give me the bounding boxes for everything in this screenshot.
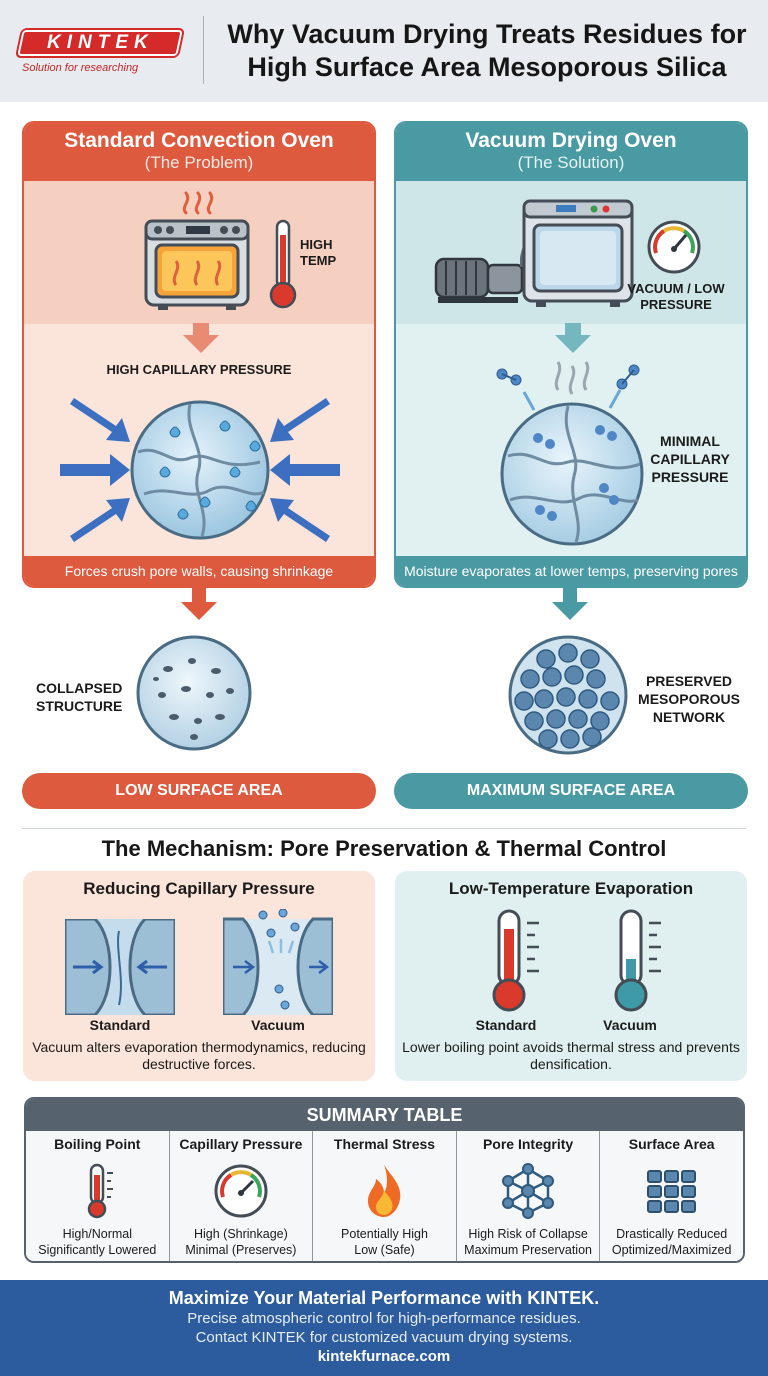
page-title: Why Vacuum Drying Treats Residues for Hi…	[227, 19, 747, 82]
high-capillary-pressure-label: HIGH CAPILLARY PRESSURE	[106, 362, 292, 377]
capillary-standard-label: Standard	[89, 1017, 151, 1033]
heat-waves-icon	[182, 191, 214, 215]
summary-standard-value: High Risk of Collapse	[468, 1227, 588, 1241]
compressed-particle-icon	[60, 398, 340, 542]
footer-website-link[interactable]: kintekfurnace.com	[317, 1348, 451, 1365]
summary-values: High Risk of Collapse Maximum Preservati…	[457, 1226, 600, 1258]
capillary-vacuum-label: Vacuum	[251, 1017, 305, 1033]
convection-panel-header: Standard Convection Oven (The Problem)	[24, 123, 374, 181]
evaporation-vacuum-label: Vacuum	[603, 1017, 657, 1033]
summary-vacuum-value: Significantly Lowered	[38, 1243, 157, 1257]
vacuum-pump-icon	[434, 257, 524, 303]
thermometer-high-icon	[492, 909, 539, 1012]
mechanism-title: The Mechanism: Pore Preservation & Therm…	[101, 836, 667, 861]
header: KINTEK Solution for researching Why Vacu…	[0, 0, 768, 102]
vacuum-panel-title: Vacuum Drying Oven	[465, 129, 677, 152]
network-icon	[502, 1163, 555, 1219]
footer-banner: Maximize Your Material Performance with …	[0, 1280, 768, 1376]
standard-pore-icon	[65, 919, 175, 1015]
vacuum-oven-illustration: VACUUM / LOW PRESSURE	[396, 181, 746, 324]
evaporation-card-title: Low-Temperature Evaporation	[448, 879, 694, 898]
summary-values: Potentially High Low (Safe)	[313, 1226, 456, 1258]
summary-standard-value: High/Normal	[62, 1227, 133, 1241]
logo-text: KINTEK	[46, 32, 154, 53]
down-arrow-icon	[555, 323, 591, 353]
summary-values: Drastically Reduced Optimized/Maximized	[600, 1226, 743, 1258]
summary-standard-value: High (Shrinkage)	[193, 1227, 288, 1241]
vacuum-oven-panel: Vacuum Drying Oven (The Solution)	[394, 121, 748, 588]
pressure-gauge-icon	[647, 220, 701, 274]
evaporating-particle-icon	[496, 361, 644, 546]
summary-columns: Boiling Point High/Normal Significantly …	[26, 1131, 743, 1261]
logo-tagline: Solution for researching	[22, 62, 139, 74]
summary-col-capillary-pressure: Capillary Pressure High (Shrinkage) Mini…	[169, 1131, 314, 1261]
summary-vacuum-value: Low (Safe)	[354, 1243, 415, 1257]
thermometer-icon	[88, 1163, 114, 1219]
low-temp-evaporation-card: Low-Temperature Evaporation Standard Vac…	[395, 871, 747, 1081]
summary-col-header: Surface Area	[628, 1136, 715, 1152]
vacuum-oven-icon	[522, 199, 634, 307]
thermometer-high-icon	[269, 219, 297, 309]
summary-standard-value: Drastically Reduced	[616, 1227, 728, 1241]
footer-line-2: Contact KINTEK for customized vacuum dry…	[195, 1329, 573, 1346]
convection-panel-subtitle: (The Problem)	[144, 153, 254, 172]
summary-col-header: Capillary Pressure	[179, 1136, 303, 1152]
grid-icon	[646, 1170, 696, 1213]
section-divider	[22, 828, 746, 829]
kintek-logo[interactable]: KINTEK Solution for researching	[17, 30, 185, 74]
convection-oven-illustration: HIGH TEMP	[24, 181, 374, 324]
vacuum-panel-subtitle: (The Solution)	[517, 153, 625, 172]
footer-line-1: Precise atmospheric control for high-per…	[187, 1310, 581, 1327]
minimal-pressure-illustration: MINIMAL CAPILLARY PRESSURE	[396, 323, 746, 560]
vacuum-panel-footer: Moisture evaporates at lower temps, pres…	[396, 556, 746, 586]
high-temp-label: HIGH TEMP	[300, 237, 337, 268]
summary-col-header: Pore Integrity	[482, 1136, 574, 1152]
capillary-pressure-illustration: HIGH CAPILLARY PRESSURE	[24, 323, 374, 560]
summary-standard-value: Potentially High	[341, 1227, 428, 1241]
maximum-surface-area-badge: MAXIMUM SURFACE AREA	[394, 773, 748, 809]
convection-panel-title: Standard Convection Oven	[64, 129, 334, 152]
preserved-network-label: PRESERVED MESOPOROUS NETWORK	[638, 673, 740, 725]
evaporation-description: Lower boiling point avoids thermal stres…	[402, 1039, 740, 1072]
summary-col-pore-integrity: Pore Integrity High Risk of	[456, 1131, 601, 1261]
minimal-capillary-pressure-label: MINIMAL CAPILLARY PRESSURE	[650, 433, 730, 485]
collapsed-structure-label: COLLAPSED STRUCTURE	[36, 680, 123, 714]
logo-badge: KINTEK	[17, 30, 183, 56]
down-arrow-icon	[181, 588, 217, 620]
summary-col-header: Boiling Point	[54, 1136, 141, 1152]
capillary-description: Vacuum alters evaporation thermodynamics…	[32, 1039, 366, 1072]
summary-table: SUMMARY TABLE Boiling Point High/Normal …	[24, 1097, 745, 1263]
capillary-card-title: Reducing Capillary Pressure	[83, 879, 315, 898]
summary-vacuum-value: Optimized/Maximized	[611, 1243, 732, 1257]
gauge-icon	[214, 1164, 268, 1218]
summary-vacuum-value: Minimal (Preserves)	[185, 1243, 297, 1257]
capillary-pressure-card: Reducing Capillary Pressure Standard Vac…	[23, 871, 375, 1081]
header-divider	[203, 16, 204, 84]
vacuum-pore-icon	[223, 909, 333, 1015]
summary-table-title: SUMMARY TABLE	[26, 1099, 743, 1131]
vacuum-panel-header: Vacuum Drying Oven (The Solution)	[396, 123, 746, 181]
evaporation-standard-label: Standard	[475, 1017, 537, 1033]
oven-icon	[144, 219, 250, 310]
summary-col-surface-area: Surface Area Drastically Reduced Optimiz…	[600, 1131, 743, 1261]
down-arrow-icon	[552, 588, 588, 620]
down-arrow-icon	[183, 323, 219, 353]
summary-col-thermal-stress: Thermal Stress Potentially High Low (Saf…	[313, 1131, 457, 1261]
mesoporous-network-icon	[508, 635, 628, 755]
thermometer-low-icon	[614, 909, 661, 1012]
summary-col-boiling-point: Boiling Point High/Normal Significantly …	[26, 1131, 170, 1261]
summary-vacuum-value: Maximum Preservation	[464, 1243, 592, 1257]
collapsed-particle-icon	[136, 635, 252, 751]
vacuum-low-pressure-label: VACUUM / LOW PRESSURE	[627, 281, 725, 312]
convection-panel-footer: Forces crush pore walls, causing shrinka…	[24, 556, 374, 586]
flame-icon	[368, 1165, 401, 1217]
convection-oven-panel: Standard Convection Oven (The Problem)	[22, 121, 376, 588]
footer-headline: Maximize Your Material Performance with …	[168, 1288, 600, 1308]
summary-values: High/Normal Significantly Lowered	[26, 1226, 169, 1258]
low-surface-area-badge: LOW SURFACE AREA	[22, 773, 376, 809]
summary-values: High (Shrinkage) Minimal (Preserves)	[170, 1226, 313, 1258]
summary-col-header: Thermal Stress	[333, 1136, 436, 1152]
